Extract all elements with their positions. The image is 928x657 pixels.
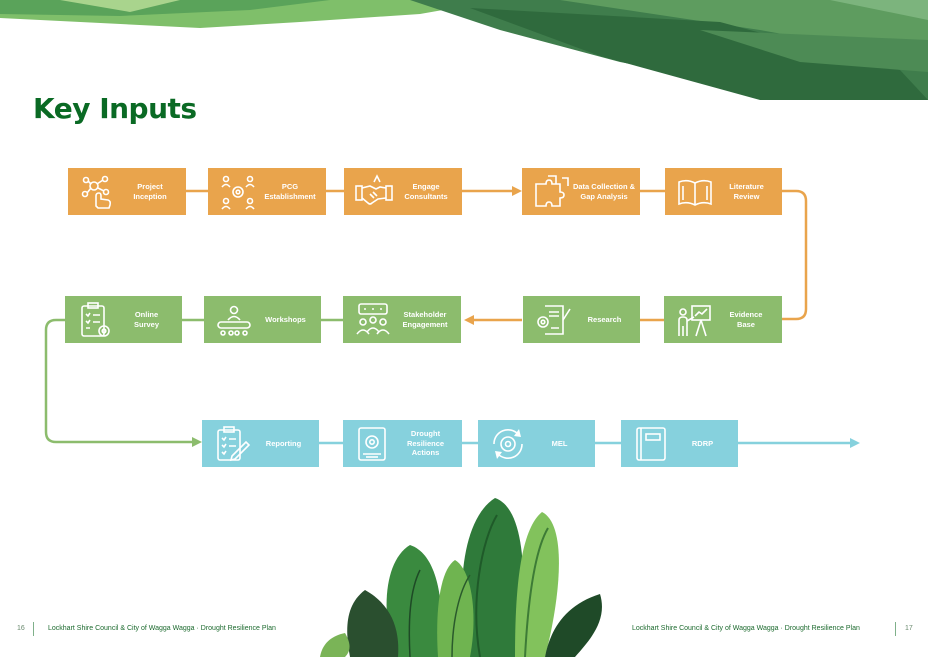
step-label: RDRP xyxy=(691,438,714,448)
step-label: PCG Establishment xyxy=(264,182,316,201)
step-data-collection: Data Collection & Gap Analysis xyxy=(522,168,640,215)
step-drought-resilience-actions: Drought Resilience Actions xyxy=(343,420,462,467)
step-label: Stakeholder Engagement xyxy=(402,310,448,329)
step-workshops: Workshops xyxy=(204,296,321,343)
step-online-survey: Online Survey xyxy=(65,296,182,343)
team-gear-icon xyxy=(221,175,255,210)
step-reporting: Reporting xyxy=(202,420,319,467)
puzzle-icon xyxy=(535,174,569,207)
step-label: Workshops xyxy=(265,314,306,324)
book-icon xyxy=(636,426,666,461)
step-label: Drought Resilience Actions xyxy=(406,429,445,458)
step-engage-consultants: Engage Consultants xyxy=(344,168,462,215)
step-label: Data Collection & Gap Analysis xyxy=(572,182,636,201)
page-number-left: 16 xyxy=(17,625,25,632)
open-book-icon xyxy=(678,179,712,206)
step-label: Reporting xyxy=(265,438,302,448)
step-evidence-base: Evidence Base xyxy=(664,296,782,343)
step-label: Literature Review xyxy=(729,182,764,201)
footer-text-left: Lockhart Shire Council & City of Wagga W… xyxy=(48,625,276,632)
footer-divider xyxy=(33,622,34,636)
step-mel: MEL xyxy=(478,420,595,467)
step-pcg-establishment: PCG Establishment xyxy=(208,168,326,215)
network-hand-icon xyxy=(81,175,112,209)
gear-document-icon xyxy=(537,304,571,335)
meeting-table-icon xyxy=(217,305,251,336)
step-label: Research xyxy=(587,314,622,324)
step-literature-review: Literature Review xyxy=(665,168,782,215)
presenter-chart-icon xyxy=(678,304,711,336)
leaf-banner-decoration xyxy=(0,0,928,100)
gear-tablet-icon xyxy=(358,426,386,461)
step-rdrp: RDRP xyxy=(621,420,738,467)
step-label: Evidence Base xyxy=(729,310,763,329)
checklist-pencil-icon xyxy=(217,425,251,461)
step-label: Project Inception xyxy=(133,182,167,201)
step-label: Online Survey xyxy=(133,310,160,329)
step-research: Research xyxy=(523,296,640,343)
cycle-gear-icon xyxy=(493,428,523,459)
footer-divider xyxy=(895,622,896,636)
step-label: Engage Consultants xyxy=(404,182,448,201)
footer-text-right: Lockhart Shire Council & City of Wagga W… xyxy=(632,625,860,632)
handshake-icon xyxy=(355,173,393,205)
step-project-inception: Project Inception xyxy=(68,168,186,215)
page-number-right: 17 xyxy=(905,625,913,632)
people-group-icon xyxy=(356,302,390,335)
step-stakeholder-engagement: Stakeholder Engagement xyxy=(343,296,461,343)
clipboard-gear-icon xyxy=(81,301,110,337)
page-title: Key Inputs xyxy=(33,92,197,125)
step-label: MEL xyxy=(551,438,568,448)
